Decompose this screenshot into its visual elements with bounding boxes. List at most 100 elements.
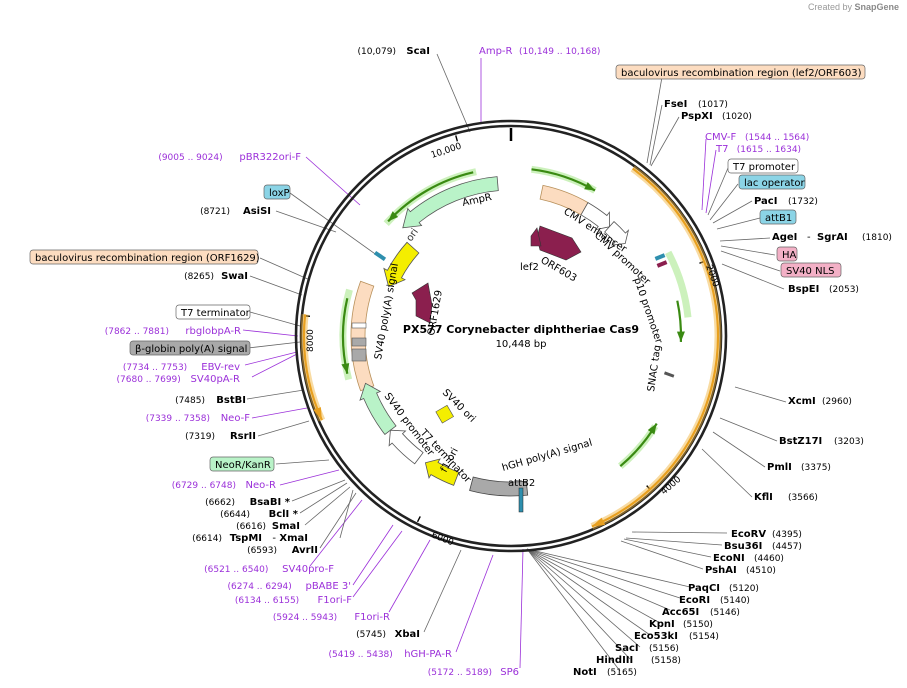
neof-name: Neo-F bbox=[221, 413, 251, 424]
pshai-name: PshAI bbox=[705, 565, 737, 576]
neor-cds-arc bbox=[359, 382, 397, 436]
pbr322orif-name: pBR322ori-F bbox=[239, 152, 301, 163]
smai-pos: (6616) bbox=[236, 522, 266, 532]
paci-pos: (1732) bbox=[788, 197, 818, 207]
line-sv40par bbox=[251, 353, 298, 378]
kfli-name: KflI bbox=[754, 492, 773, 503]
hghpar-pos: (5419 .. 5438) bbox=[329, 650, 393, 660]
line-lacop bbox=[709, 183, 739, 221]
hgh-polya-arc bbox=[469, 476, 529, 497]
label-hgh-polya: hGH poly(A) signal bbox=[501, 438, 594, 474]
xbai-name: XbaI bbox=[395, 629, 420, 640]
bac-rec-2: baculovirus recombination region (ORF162… bbox=[35, 253, 260, 264]
sgrai-name: SgrAI bbox=[817, 232, 848, 243]
hghpar-name: hGH-PA-R bbox=[404, 649, 452, 660]
pspxi-name: PspXI bbox=[681, 111, 713, 122]
line-bsu36i bbox=[625, 537, 723, 546]
attb1-mark bbox=[654, 253, 666, 261]
lef2-arrow bbox=[530, 227, 542, 247]
ampr-primer-pos: (10,149 .. 10,168) bbox=[519, 47, 600, 57]
snapgene-credit: Created by SnapGene bbox=[808, 2, 899, 12]
scale-label-8000: 8000 bbox=[306, 329, 316, 352]
xmai-name: XmaI bbox=[279, 533, 308, 544]
tspmi-name: TspMI bbox=[230, 533, 262, 544]
saci-pos: (5156) bbox=[649, 644, 679, 654]
agei-pos: (1810) bbox=[862, 233, 892, 243]
sv40-nls-box-box bbox=[780, 262, 842, 278]
pshai-pos: (4510) bbox=[746, 566, 776, 576]
sv40prof-name: SV40pro-F bbox=[282, 564, 334, 575]
line-mcs-6 bbox=[526, 548, 631, 660]
nls-mark bbox=[656, 260, 668, 268]
line-rsrii bbox=[257, 420, 310, 437]
plasmid-size: 10,448 bp bbox=[496, 339, 547, 350]
neof-pos: (7339 .. 7358) bbox=[146, 414, 210, 424]
plasmid-name: PX577 Corynebacter diphtheriae Cas9 bbox=[403, 323, 639, 336]
neor-kanr-box-box bbox=[209, 456, 275, 472]
ha-box-box bbox=[776, 246, 798, 262]
acc65i-pos: (5146) bbox=[710, 608, 740, 618]
ecorv-pos: (4395) bbox=[772, 530, 802, 540]
p10-promoter-arc bbox=[604, 221, 630, 246]
sv40-promoter-arc bbox=[388, 429, 424, 465]
neor-kanr-box: NeoR/KanR bbox=[215, 460, 271, 471]
pbabe3-pos: (6274 .. 6294) bbox=[228, 582, 292, 592]
bcli-pos: (6644) bbox=[220, 510, 250, 520]
swai-name: SwaI bbox=[221, 271, 248, 282]
t7-terminator-box-box bbox=[175, 304, 251, 320]
line-mcs-7 bbox=[526, 548, 621, 672]
lac-operator-box: lac operator bbox=[744, 178, 805, 189]
cmvf-pos: (1544 .. 1564) bbox=[745, 133, 809, 143]
ampr-arc bbox=[402, 176, 499, 229]
line-bstz17i bbox=[719, 417, 778, 442]
line-mcs-4 bbox=[526, 548, 651, 636]
line-xbai bbox=[423, 549, 462, 633]
scale-tick-2 bbox=[416, 516, 421, 523]
rbglobpar-name: rbglobpA-R bbox=[185, 326, 241, 337]
pmli-pos: (3375) bbox=[801, 463, 831, 473]
line-hghpar bbox=[455, 554, 494, 653]
leader-lines bbox=[242, 53, 787, 672]
line-neor-primer bbox=[279, 469, 340, 486]
line-neof bbox=[251, 407, 308, 419]
sv40par-name: SV40pA-R bbox=[191, 374, 240, 385]
econi-name: EcoNI bbox=[713, 553, 745, 564]
label-orf603: ORF603 bbox=[539, 255, 579, 284]
rsrii-name: RsrII bbox=[230, 431, 256, 442]
attb1-box: attB1 bbox=[765, 213, 792, 224]
green-arrow-sv40-head bbox=[341, 363, 350, 374]
line-tspmi bbox=[339, 489, 354, 539]
line-ecorv bbox=[631, 531, 728, 534]
line-pspxi bbox=[650, 116, 680, 167]
line-agei bbox=[719, 237, 771, 242]
smai-name: SmaI bbox=[272, 521, 300, 532]
paqci-pos: (5120) bbox=[729, 584, 759, 594]
line-mcs-2 bbox=[526, 548, 671, 611]
fsei-pos: (1017) bbox=[698, 100, 728, 110]
green-arrow-lower-right-head bbox=[647, 423, 657, 435]
line-kfli bbox=[701, 448, 753, 498]
ecori-name: EcoRI bbox=[679, 595, 710, 606]
fsei-name: FseI bbox=[664, 99, 687, 110]
loxp-mark bbox=[373, 250, 387, 262]
t7term-box bbox=[351, 322, 367, 329]
line-econi bbox=[623, 538, 712, 558]
sp6-pos: (5172 .. 5189) bbox=[428, 668, 492, 678]
xcmi-name: XcmI bbox=[788, 396, 816, 407]
label-attb2: attB2 bbox=[508, 478, 535, 489]
hindiii-name: HindIII bbox=[596, 655, 633, 666]
ebvrev-name: EBV-rev bbox=[201, 362, 240, 373]
line-sp6 bbox=[519, 548, 524, 669]
plasmid-backbone bbox=[294, 119, 728, 553]
noti-name: NotI bbox=[573, 667, 597, 678]
line-t7term bbox=[249, 311, 301, 327]
ebvrev-pos: (7734 .. 7753) bbox=[123, 363, 187, 373]
bac-rec-2-box bbox=[29, 249, 259, 265]
line-pmli bbox=[712, 431, 766, 468]
tspmi-dash: - bbox=[272, 533, 276, 544]
line-bglobin bbox=[247, 341, 301, 349]
asisi-name: AsiSI bbox=[243, 206, 271, 217]
ha-box: HA bbox=[782, 250, 797, 261]
